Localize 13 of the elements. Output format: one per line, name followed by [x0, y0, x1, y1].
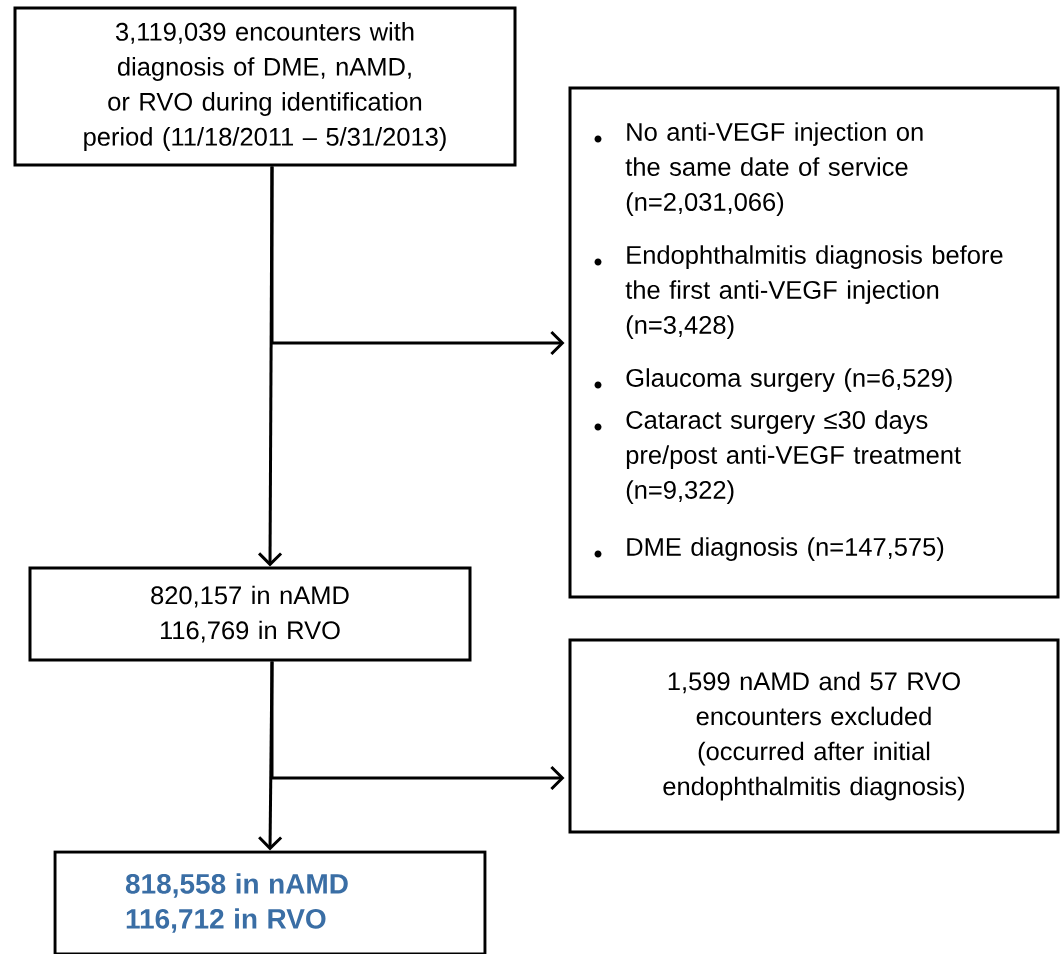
arrow [270, 166, 565, 356]
exclusion-item: DME diagnosis (n=147,575) [627, 537, 944, 561]
process-box: 1,599 nAMD and 57 RVO encounters excluded (occurred after initial endophthalmitis diagnosis) [568, 638, 1060, 834]
exclusion-item: Cataract surgery ≤30 days pre/post anti-VEGF treatment (n=9,322) [626, 410, 961, 504]
exclusion-item: Glaucoma surgery (n=6,529) [626, 368, 952, 392]
exclusion-item: Endophthalmitis diagnosis before the first anti-VEGF injection (n=3,428) [625, 245, 1003, 339]
exclusion-item: No anti-VEGF injection on the same date of service (n=2,031,066) [625, 122, 923, 216]
process-box: 820,157 in nAMD 116,769 in RVO [28, 566, 472, 662]
arrow [258, 661, 283, 851]
arrow [270, 661, 565, 791]
process-box: 3,119,039 encounters with diagnosis of DME, nAMD, or RVO during identification period (11/18/2011 – 5/31/2013) [13, 6, 517, 167]
result-box: 818,558 in nAMD 116,712 in RVO [53, 850, 487, 954]
arrow [258, 166, 283, 567]
